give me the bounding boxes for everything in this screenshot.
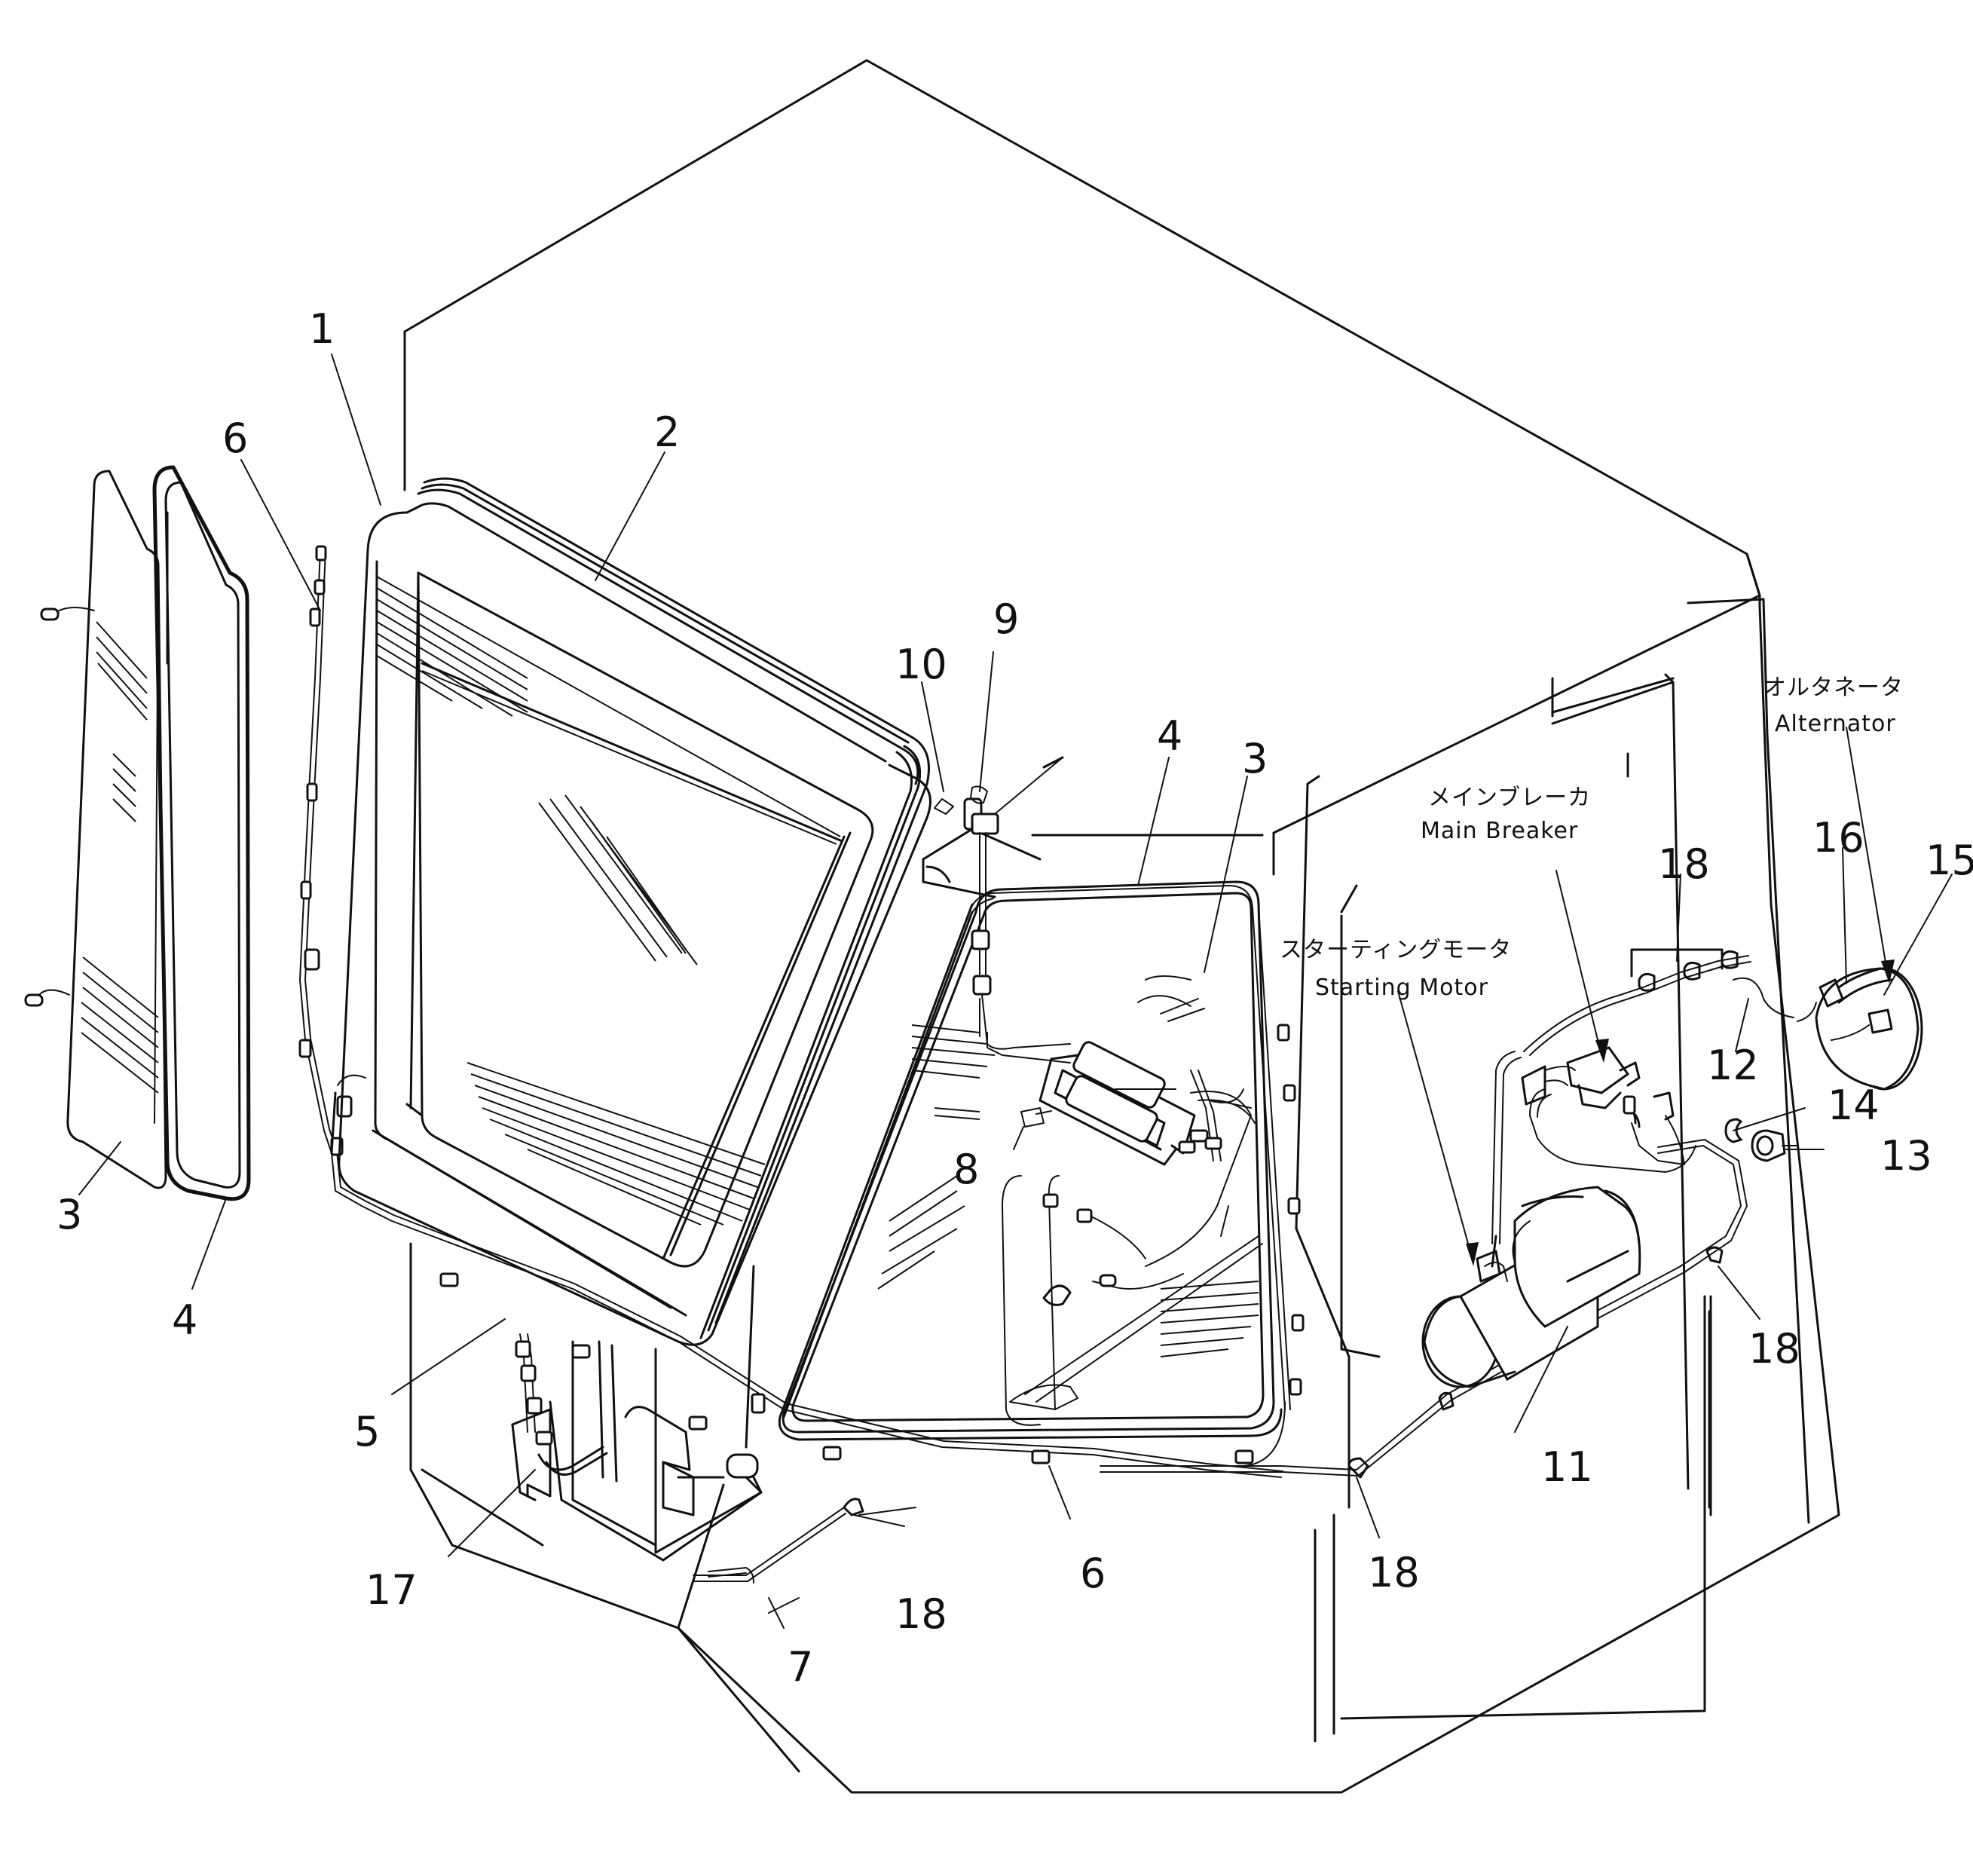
ground-box-17	[511, 1265, 846, 1630]
cable-12	[1630, 948, 1751, 994]
starting-motor	[1421, 1051, 1641, 1388]
alternator-label-jp: オルタネータ	[1763, 675, 1904, 701]
callout-1: 1	[309, 305, 335, 353]
nut-washer	[1724, 1118, 1798, 1162]
callout-13: 13	[1880, 1132, 1932, 1180]
switch-9	[922, 757, 1071, 1050]
callout-2: 2	[654, 409, 680, 456]
starting-motor-label-en: Starting Motor	[1315, 975, 1488, 1001]
harness-6-left	[298, 545, 1283, 1478]
callout-5: 5	[354, 1408, 380, 1455]
callout-3-right: 3	[1242, 735, 1268, 782]
alternator-label-en: Alternator	[1775, 711, 1896, 737]
cable-7	[843, 1498, 864, 1516]
callout-9: 9	[993, 595, 1019, 643]
callout-4-left: 4	[172, 1296, 197, 1344]
harness-4-right	[968, 885, 1305, 1467]
callouts: 1 2 6 3 4 5 17 10 9 8 4 3 18 7 6 18 11 1…	[57, 305, 1973, 1691]
main-breaker	[1521, 987, 1696, 1173]
main-breaker-label-jp: メインブレーカ	[1428, 785, 1591, 811]
window-seal-4	[152, 465, 251, 1201]
callout-8: 8	[953, 1146, 979, 1193]
alternator	[1733, 967, 1923, 1091]
callout-10: 10	[895, 641, 947, 688]
callout-3-left: 3	[57, 1191, 82, 1238]
starting-motor-label-jp: スターティングモータ	[1280, 937, 1512, 963]
cab-rear-panel	[1031, 598, 1810, 1720]
callout-11: 11	[1541, 1443, 1593, 1491]
cab-side-window-opening	[778, 865, 1283, 1441]
cab-body-outline	[403, 59, 1840, 1794]
component-labels: オルタネータ Alternator メインブレーカ Main Breaker ス…	[1280, 675, 1904, 1001]
callout-18-top: 18	[1658, 840, 1710, 888]
callout-15: 15	[1926, 837, 1973, 884]
callout-18-right: 18	[1748, 1325, 1800, 1373]
callout-6-bottom: 6	[1080, 1550, 1106, 1597]
controller-box-8	[979, 975, 1263, 1426]
callout-6-left: 6	[222, 415, 248, 462]
callout-18-bottom: 18	[1368, 1549, 1420, 1596]
window-glass-3	[24, 470, 167, 1189]
callout-4-right: 4	[1157, 712, 1182, 760]
callout-17: 17	[366, 1566, 418, 1614]
window-frame-1	[330, 477, 931, 1346]
callout-7: 7	[788, 1643, 813, 1691]
main-breaker-label-en: Main Breaker	[1421, 818, 1578, 844]
callout-12: 12	[1707, 1042, 1759, 1089]
callout-14: 14	[1828, 1082, 1880, 1129]
callout-18-bottom-left: 18	[895, 1590, 947, 1638]
leader-lines	[78, 353, 1953, 1629]
callout-16: 16	[1812, 814, 1864, 861]
